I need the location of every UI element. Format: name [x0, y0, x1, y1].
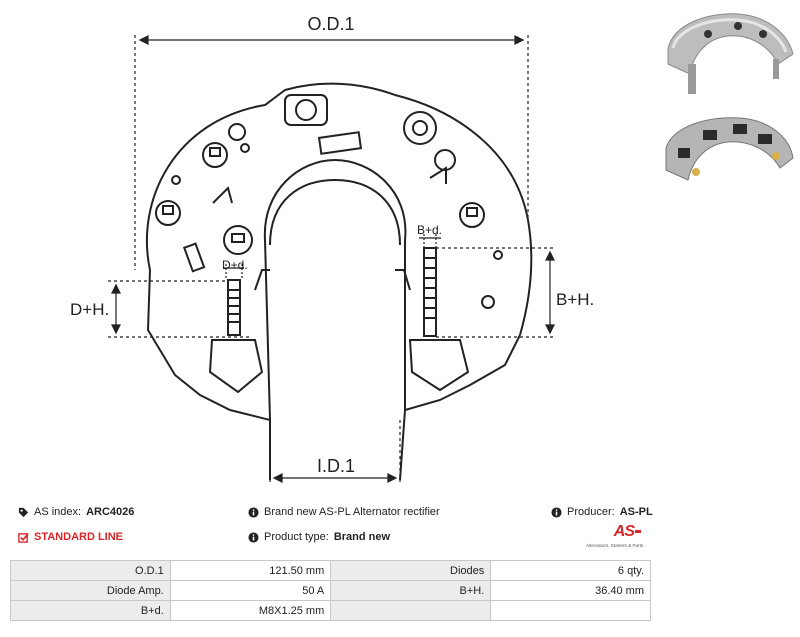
bh-dimension-label: B+H. [556, 290, 594, 309]
tag-icon [18, 507, 29, 518]
spec-value: 6 qty. [490, 560, 651, 581]
table-row: O.D.1 121.50 mm Diodes 6 qty. [10, 560, 651, 581]
table-row: B+d. M8X1.25 mm [10, 600, 651, 621]
spec-value [490, 600, 651, 621]
dd-dimension-label: D+d. [222, 258, 248, 272]
info-icon [551, 506, 562, 518]
as-pl-logo: AS Alternators, Starters & Parts [586, 523, 644, 548]
spec-label: B+d. [10, 600, 171, 621]
spec-value: 121.50 mm [169, 560, 332, 581]
spec-label: B+H. [330, 580, 492, 601]
as-index: AS index: ARC4026 [18, 506, 134, 518]
product-photo-bottom [665, 117, 794, 181]
standard-line-badge: STANDARD LINE [18, 531, 123, 543]
od-dimension-label: O.D.1 [307, 14, 354, 34]
bd-dimension-label: B+d. [417, 223, 442, 237]
spec-label [330, 600, 492, 621]
spec-value: M8X1.25 mm [169, 600, 332, 621]
spec-value: 50 A [169, 580, 332, 601]
info-icon [248, 531, 259, 543]
specifications-table: O.D.1 121.50 mm Diodes 6 qty. Diode Amp.… [10, 560, 651, 621]
spec-value: 36.40 mm [490, 580, 651, 601]
table-row: Diode Amp. 50 A B+H. 36.40 mm [10, 580, 651, 601]
spec-label: Diode Amp. [10, 580, 171, 601]
description: Brand new AS-PL Alternator rectifier [248, 506, 440, 518]
id-dimension-label: I.D.1 [317, 456, 355, 476]
spec-label: O.D.1 [10, 560, 171, 581]
spec-label: Diodes [330, 560, 492, 581]
product-info: AS index: ARC4026 STANDARD LINE Brand ne… [0, 500, 800, 560]
product-type: Product type: Brand new [248, 531, 390, 543]
product-photo-top [667, 13, 794, 94]
rectifier-technical-drawing: O.D.1 I.D.1 D+H. B+H. D+d. B+d. [70, 14, 594, 483]
dh-dimension-label: D+H. [70, 300, 109, 319]
producer: Producer: AS-PL [551, 506, 653, 518]
checkbox-icon [18, 532, 29, 543]
info-icon [248, 506, 259, 518]
